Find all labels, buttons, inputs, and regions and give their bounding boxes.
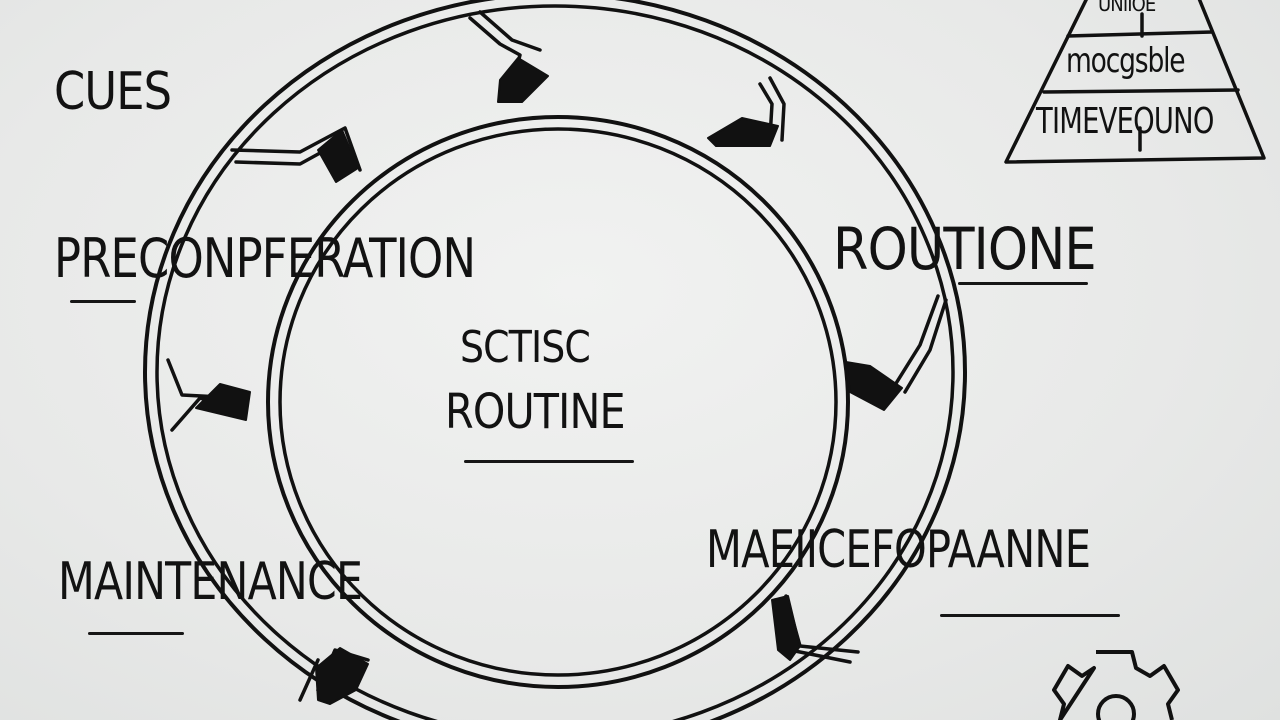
arrowhead-right: [845, 361, 903, 411]
label-routione-underline: [958, 282, 1088, 285]
pyramid-top-label: UNIIOE: [1098, 0, 1156, 16]
arrowhead-top-left: [317, 129, 359, 183]
center-title-underline: [464, 460, 634, 463]
label-maeiicefopaanne: MAEIICEFOPAANNE: [706, 520, 1091, 580]
label-preconpferation: PRECONPFERATION: [54, 227, 476, 290]
arrowhead-bottom-right: [771, 595, 801, 661]
center-title-line-2: ROUTINE: [445, 384, 626, 440]
outer-ring-outer-stroke: [143, 0, 967, 720]
pyramid-middle-label: mocgsble: [1066, 41, 1186, 81]
pyramid-bottom-label: TIMEVEOUNO: [1036, 101, 1214, 142]
arrowhead-left: [195, 383, 251, 421]
center-title-line-1: SCTISC: [460, 322, 591, 373]
inner-ring-outer-stroke: [266, 115, 850, 689]
label-cues: CUES: [54, 62, 172, 122]
arrowhead-top: [497, 57, 549, 103]
label-routione: ROUTIONE: [833, 215, 1097, 283]
pyramid-outline: [1004, 0, 1266, 164]
gear-icon: [1052, 650, 1180, 720]
ring-connector-right: [893, 294, 948, 394]
inner-ring-inner-stroke: [278, 127, 838, 677]
arrowhead-top-right: [707, 117, 779, 147]
label-maintenance: MAINTENANCE: [58, 552, 363, 612]
label-maeiicefopaanne-underline: [940, 614, 1120, 617]
outer-ring-inner-stroke: [155, 4, 955, 720]
arrowhead-bottom-left: [315, 647, 369, 705]
label-maintenance-underline: [88, 632, 184, 635]
label-preconpferation-underline: [70, 300, 136, 303]
